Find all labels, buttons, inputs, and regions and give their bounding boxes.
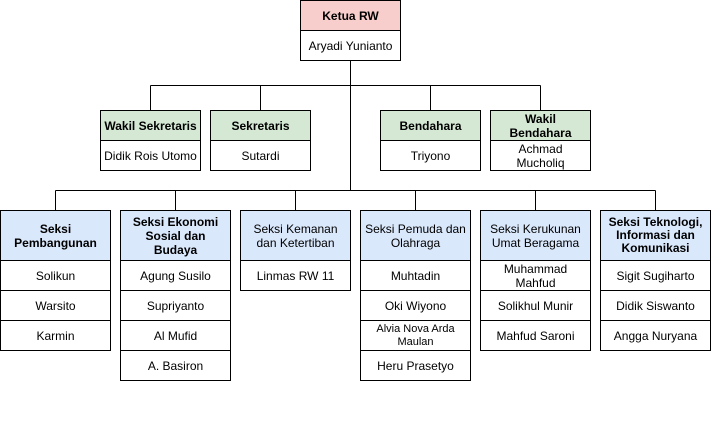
seksi-ekonomi-member: Supriyanto <box>120 290 231 321</box>
seksi-kerukunan-member: Solikhul Munir <box>480 290 591 321</box>
seksi-pembangunan-member: Solikun <box>0 260 111 291</box>
seksi-teknologi-title: Seksi Teknologi, Informasi dan Komunikas… <box>600 210 711 261</box>
seksi-ekonomi-member: Agung Susilo <box>120 260 231 291</box>
seksi-teknologi-member: Sigit Sugiharto <box>600 260 711 291</box>
seksi-pemuda-member: Oki Wiyono <box>360 290 471 321</box>
ketua-rw-name: Aryadi Yunianto <box>300 30 401 61</box>
wakil-sekretaris-title: Wakil Sekretaris <box>100 110 201 141</box>
sekretaris-name: Sutardi <box>210 140 311 171</box>
wakil-bendahara-title: Wakil Bendahara <box>490 110 591 141</box>
wakil-bendahara-name: Achmad Mucholiq <box>490 140 591 171</box>
seksi-ekonomi-title: Seksi Ekonomi Sosial dan Budaya <box>120 210 231 261</box>
seksi-ekonomi-member: Al Mufid <box>120 320 231 351</box>
seksi-pemuda-title: Seksi Pemuda dan Olahraga <box>360 210 471 261</box>
seksi-pembangunan-member: Karmin <box>0 320 111 351</box>
seksi-kerukunan-title: Seksi Kerukunan Umat Beragama <box>480 210 591 261</box>
sekretaris-title: Sekretaris <box>210 110 311 141</box>
wakil-sekretaris-name: Didik Rois Utomo <box>100 140 201 171</box>
seksi-pemuda-member: Muhtadin <box>360 260 471 291</box>
ketua-rw-title: Ketua RW <box>300 0 401 31</box>
seksi-pembangunan-member: Warsito <box>0 290 111 321</box>
seksi-pemuda-member: Alvia Nova Arda Maulan <box>360 320 471 351</box>
seksi-kerukunan-member: Mahfud Saroni <box>480 320 591 351</box>
bendahara-name: Triyono <box>380 140 481 171</box>
seksi-keamanan-title: Seksi Kemanan dan Ketertiban <box>240 210 351 261</box>
bendahara-title: Bendahara <box>380 110 481 141</box>
seksi-ekonomi-member: A. Basiron <box>120 350 231 381</box>
seksi-kerukunan-member: Muhammad Mahfud <box>480 260 591 291</box>
seksi-keamanan-member: Linmas RW 11 <box>240 260 351 291</box>
seksi-pembangunan-title: Seksi Pembangunan <box>0 210 111 261</box>
seksi-teknologi-member: Angga Nuryana <box>600 320 711 351</box>
seksi-pemuda-member: Heru Prasetyo <box>360 350 471 381</box>
seksi-teknologi-member: Didik Siswanto <box>600 290 711 321</box>
